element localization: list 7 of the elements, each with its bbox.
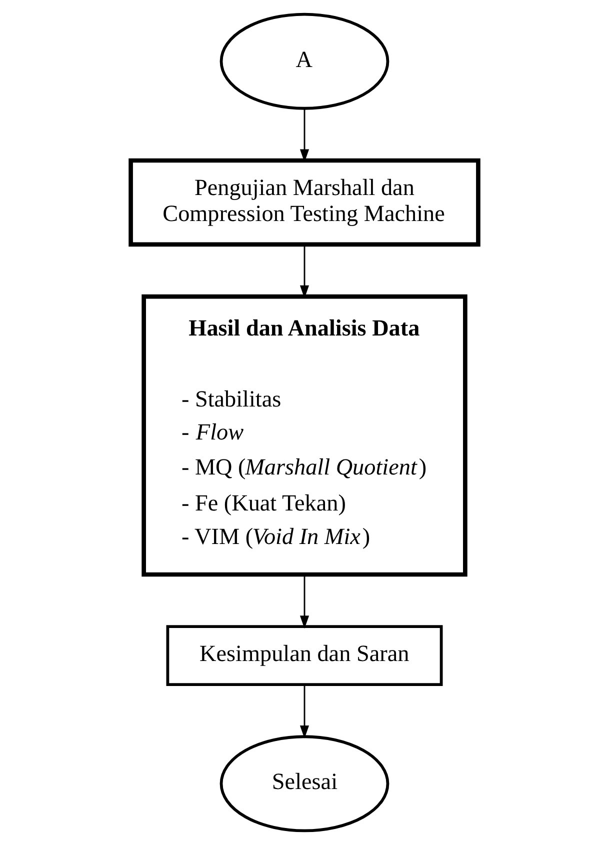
node-ellipse: Selesai	[219, 735, 389, 832]
node-box: Pengujian Marshall dan Compression Testing Machine	[128, 158, 480, 247]
node-ellipse: A	[219, 12, 389, 110]
arrow	[299, 575, 309, 629]
arrow	[299, 684, 309, 739]
node-box: Kesimpulan dan Saran	[166, 625, 442, 686]
node-box: Hasil dan Analisis Data - Stabilitas - Flow - MQ (Marshall Quotient) - Fe (Kuat Tekan) - VIM (Void In Mix)	[141, 294, 467, 577]
